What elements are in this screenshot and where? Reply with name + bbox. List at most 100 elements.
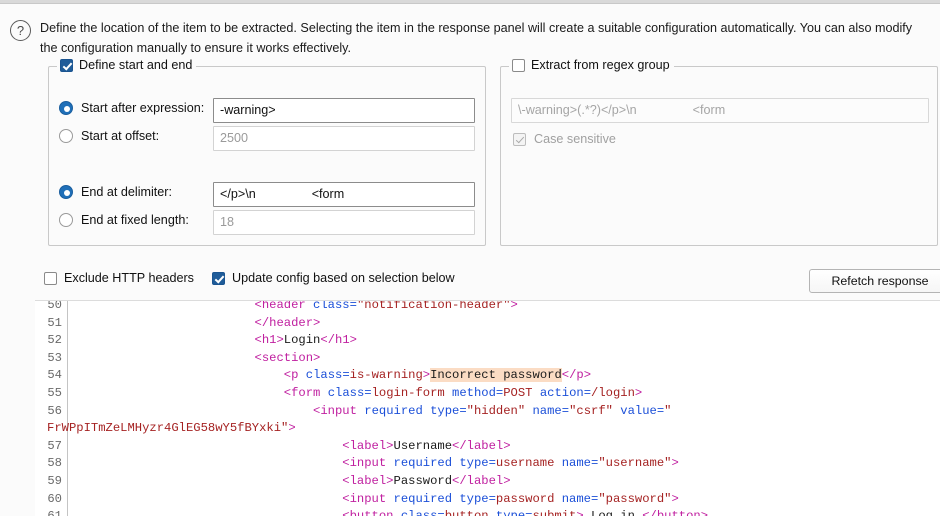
define-start-and-end-group: Define start and end Start after express…	[48, 58, 486, 246]
code-token: is-warning	[349, 368, 423, 383]
extract-from-regex-group: Extract from regex group \-warning>(.*?)…	[500, 58, 938, 246]
line-number: 58	[47, 456, 62, 471]
code-token: >	[634, 385, 643, 400]
code-token: <label>	[342, 473, 394, 488]
end-at-delimiter-radio[interactable]	[59, 185, 73, 199]
code-token: FrWPpITmZeLMHyzr4GlEG58wY5fBYxki"	[47, 421, 289, 436]
case-sensitive-checkbox[interactable]	[513, 132, 526, 146]
window-top-edge	[0, 0, 940, 4]
code-token: <input	[313, 403, 365, 418]
code-token: "hidden"	[466, 403, 526, 418]
case-sensitive-label: Case sensitive	[534, 132, 616, 146]
code-token: submit	[532, 509, 576, 516]
code-line: 53 <section>	[35, 350, 940, 368]
code-token: >	[288, 421, 296, 436]
line-number: 56	[47, 403, 62, 418]
code-line-content: <input required type=username name="user…	[79, 456, 679, 471]
code-token: Log in	[584, 509, 643, 516]
code-line-content: <form class=login-form method=POST actio…	[79, 386, 642, 400]
help-banner: ? Define the location of the item to be …	[0, 5, 940, 57]
end-at-fixed-length-input[interactable]: 18	[213, 210, 475, 235]
line-number: 51	[47, 315, 62, 330]
code-token: required type=	[364, 403, 467, 418]
code-token: method=	[444, 385, 504, 400]
code-token: class=	[327, 385, 372, 400]
end-at-fixed-length-radio[interactable]	[59, 213, 73, 227]
code-token: name=	[554, 456, 599, 471]
code-line-content: <button class=button type=submit> Log in…	[79, 509, 708, 516]
code-token: "password"	[598, 491, 672, 506]
start-at-offset-radio[interactable]	[59, 129, 73, 143]
code-token: >	[576, 509, 583, 516]
code-token: value=	[612, 403, 665, 418]
extract-from-regex-checkbox[interactable]	[512, 58, 525, 72]
code-token: </label>	[452, 438, 511, 453]
extract-from-regex-label: Extract from regex group	[531, 58, 670, 72]
define-start-and-end-checkbox[interactable]	[60, 58, 73, 72]
line-number: 54	[47, 368, 62, 383]
code-line-content: <header class="notification-header">	[79, 300, 518, 312]
selected-text-highlight: Incorrect password	[430, 368, 562, 383]
define-start-and-end-header[interactable]: Define start and end	[57, 58, 197, 72]
refetch-response-button[interactable]: Refetch response	[809, 269, 940, 293]
code-line: 50 <header class="notification-header">	[35, 300, 940, 315]
code-token: <button	[342, 509, 401, 516]
end-at-fixed-length-label: End at fixed length:	[81, 213, 189, 227]
code-token: >	[510, 300, 518, 312]
code-lines: 50 <header class="notification-header">5…	[35, 300, 940, 516]
start-after-expression-radio[interactable]	[59, 101, 73, 115]
code-token: Login	[283, 333, 321, 348]
end-at-delimiter-option[interactable]: End at delimiter:	[59, 185, 172, 199]
code-token: type=	[489, 509, 533, 516]
code-token: POST	[503, 385, 533, 400]
code-token: </h1>	[320, 333, 357, 348]
code-token: >	[671, 456, 679, 471]
start-after-expression-option[interactable]: Start after expression:	[59, 101, 204, 115]
code-token: <h1>	[254, 333, 284, 348]
start-at-offset-input[interactable]: 2500	[213, 126, 475, 151]
extract-from-regex-header[interactable]: Extract from regex group	[509, 58, 674, 72]
code-token: required type=	[393, 456, 496, 471]
code-line: 59 <label>Password</label>	[35, 473, 940, 491]
code-line-content: <p class=is-warning>Incorrect password</…	[79, 368, 592, 383]
code-line: 51 </header>	[35, 315, 940, 333]
code-line-content: <label>Password</label>	[79, 473, 510, 488]
end-at-fixed-length-option[interactable]: End at fixed length:	[59, 213, 189, 227]
code-token: </button>	[642, 509, 708, 516]
line-number: 50	[47, 300, 62, 312]
update-config-checkbox[interactable]	[211, 271, 225, 285]
code-token: "notification-header"	[356, 300, 511, 312]
code-token: Username	[393, 438, 453, 453]
line-number: 57	[47, 438, 62, 453]
code-token: /login	[591, 385, 635, 400]
line-number-gutter	[35, 301, 68, 516]
start-after-expression-input[interactable]: -warning>	[213, 98, 475, 123]
code-line: 61 <button class=button type=submit> Log…	[35, 508, 940, 516]
code-line: 52 <h1>Login</h1>	[35, 332, 940, 350]
code-token: username	[495, 456, 555, 471]
end-at-delimiter-label: End at delimiter:	[81, 185, 172, 199]
code-token: <input	[342, 491, 394, 506]
code-line-content: <input required type=password name="pass…	[79, 491, 678, 506]
line-number: 52	[47, 333, 62, 348]
code-token: <section>	[254, 350, 321, 365]
code-token: <label>	[342, 438, 394, 453]
exclude-http-headers-checkbox[interactable]	[44, 271, 57, 285]
update-config-label: Update config based on selection below	[231, 271, 455, 285]
line-number: 53	[47, 350, 62, 365]
code-token: button	[445, 509, 489, 516]
code-token: <form	[283, 385, 328, 400]
end-at-delimiter-input[interactable]: </p>\n <form	[213, 182, 475, 207]
code-token: </p>	[561, 368, 592, 383]
code-token: required type=	[393, 491, 496, 506]
exclude-http-headers-label: Exclude HTTP headers	[64, 271, 194, 285]
code-line-content: <input required type="hidden" name="csrf…	[79, 404, 671, 418]
case-sensitive-option[interactable]: Case sensitive	[513, 132, 616, 146]
code-line-content: </header>	[79, 316, 321, 330]
start-at-offset-option[interactable]: Start at offset:	[59, 129, 159, 143]
code-token: "csrf"	[569, 403, 613, 418]
define-start-and-end-label: Define start and end	[79, 58, 193, 72]
regex-pattern-input[interactable]: \-warning>(.*?)</p>\n <form	[511, 98, 929, 123]
response-code-view[interactable]: 50 <header class="notification-header">5…	[35, 300, 940, 516]
